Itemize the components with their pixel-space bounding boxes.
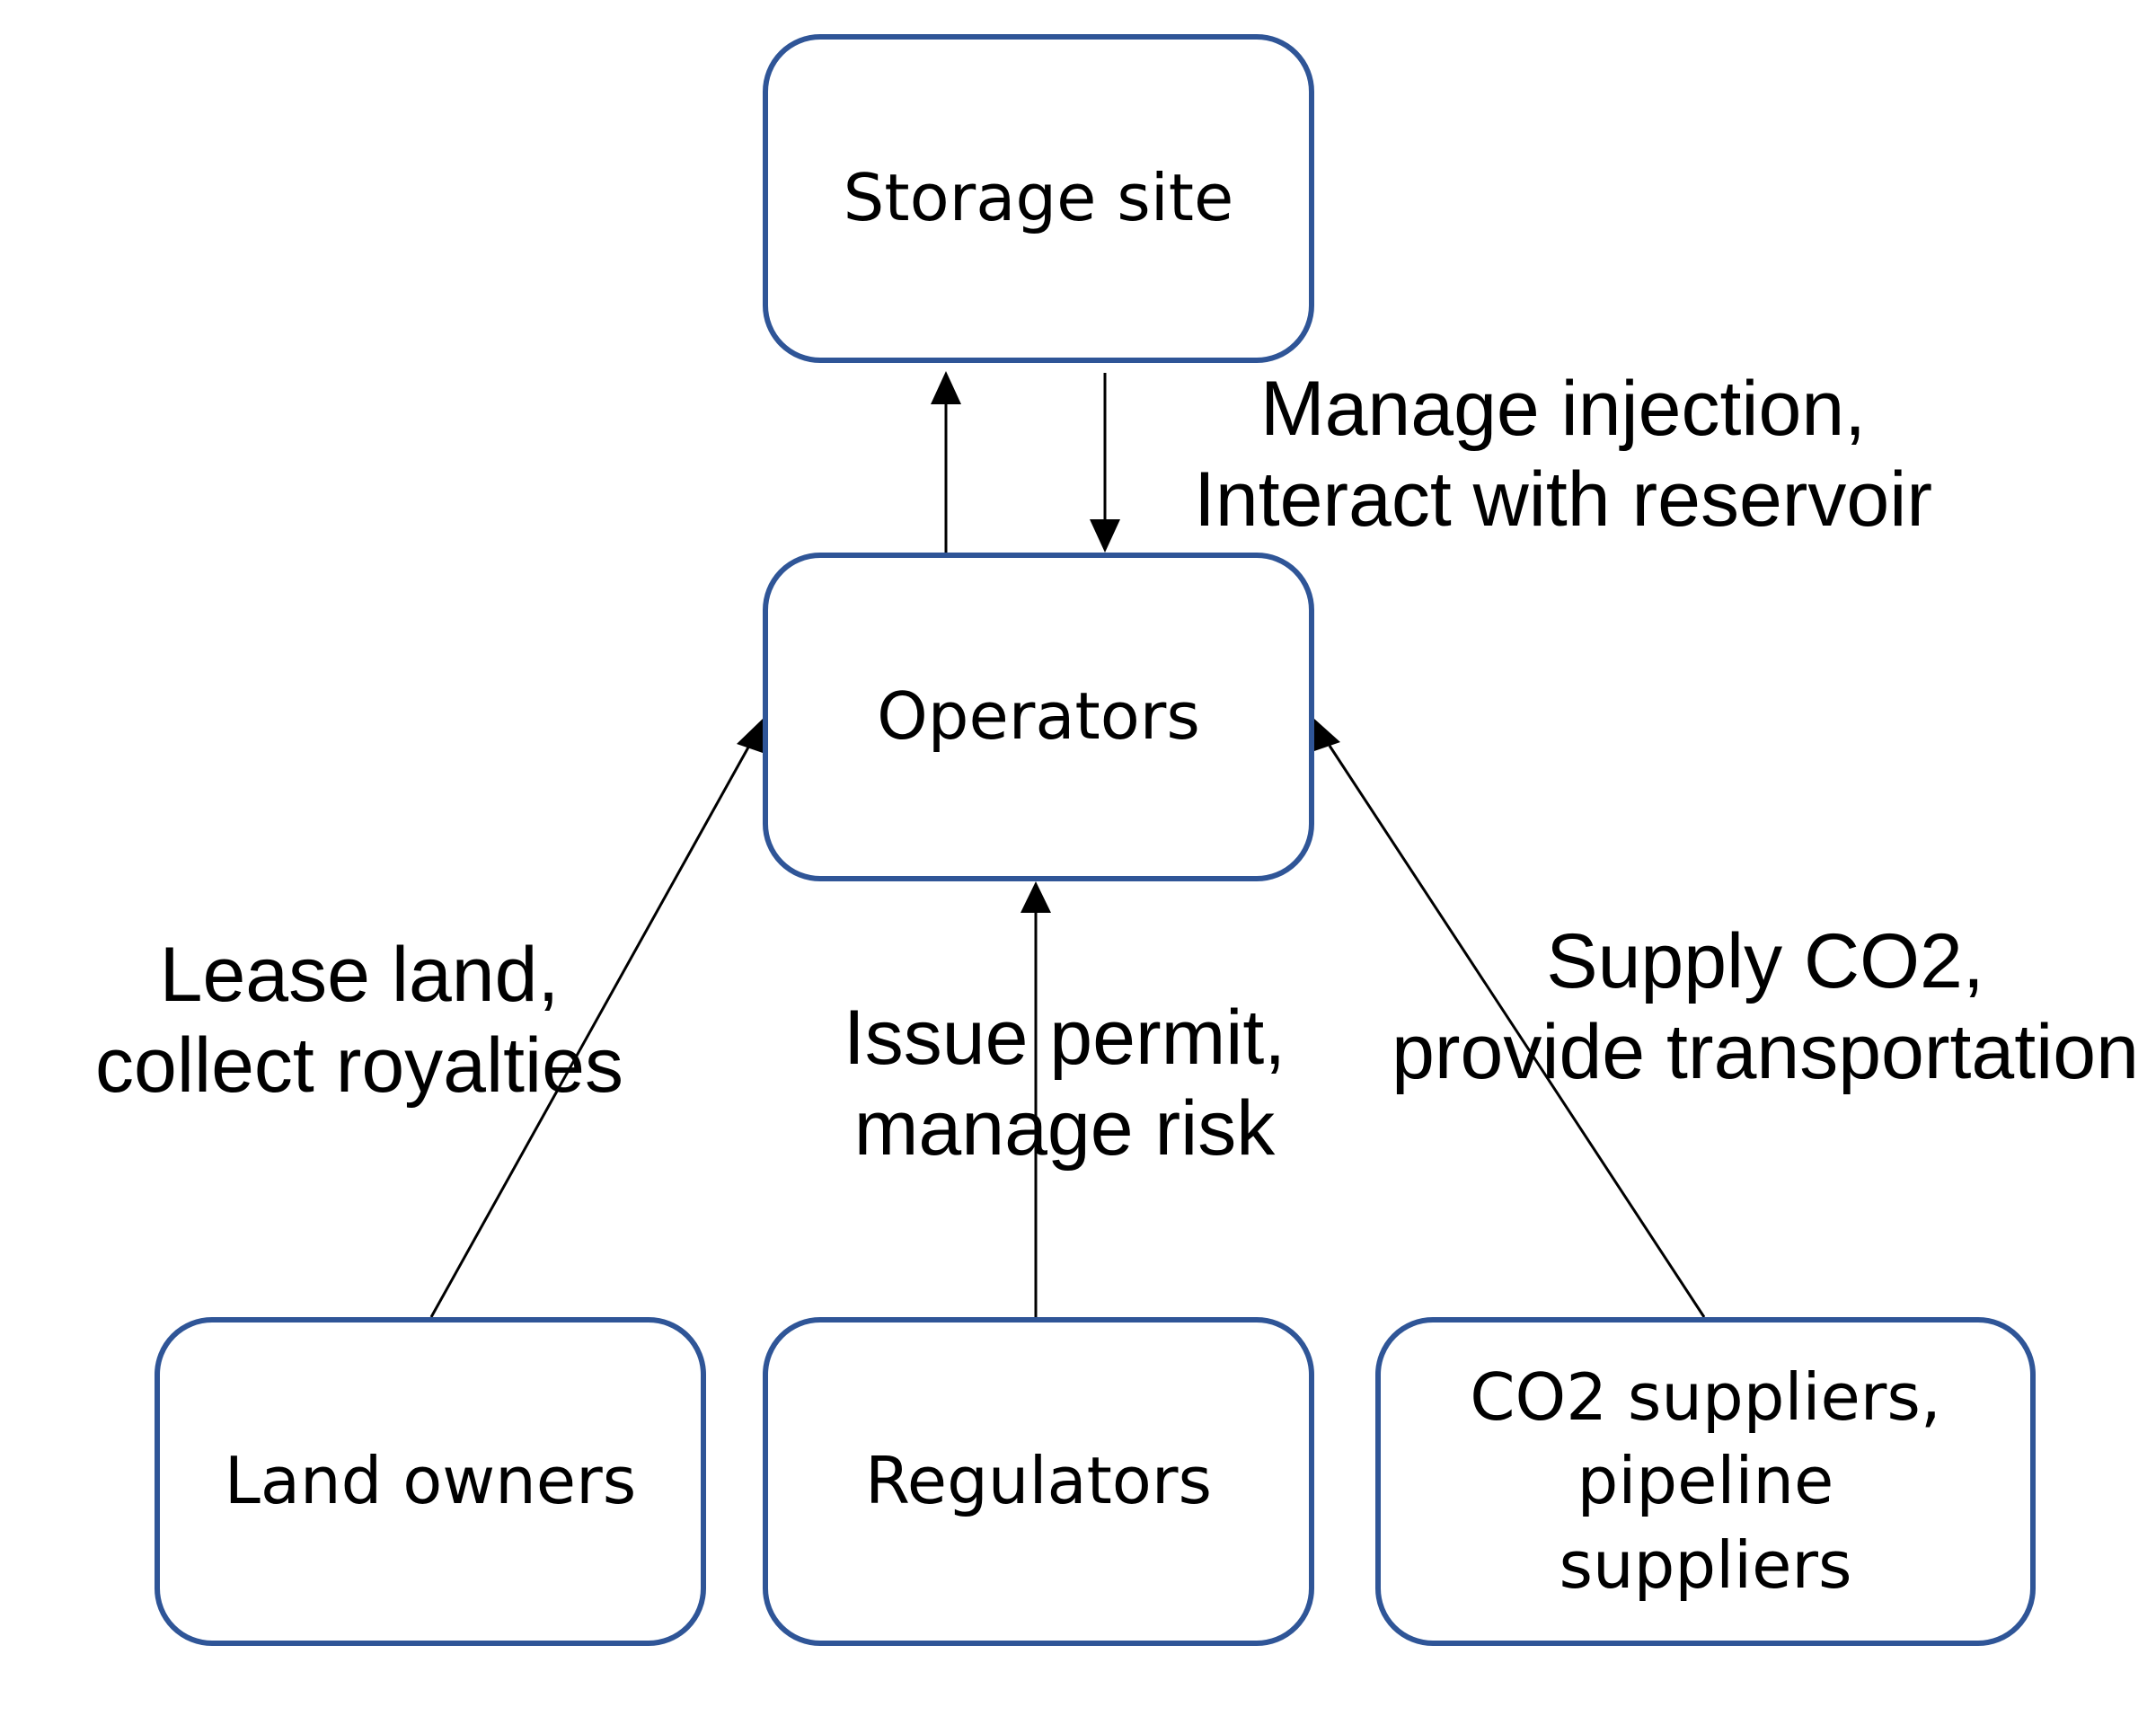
node-co2-suppliers: CO2 suppliers, pipeline suppliers (1375, 1317, 2036, 1646)
node-operators: Operators (763, 553, 1314, 881)
node-land-owners-text: Land owners (225, 1439, 636, 1524)
edge-label-manage-injection-line-1: Manage injection, (1259, 366, 1867, 452)
node-co2-suppliers-line-2: pipeline (1577, 1443, 1834, 1519)
arrow-regulators-to-operators (1021, 881, 1051, 1317)
node-regulators-text: Regulators (865, 1439, 1212, 1524)
node-operators-line: Operators (877, 678, 1200, 755)
arrow-co2suppliers-to-operators (1314, 719, 1706, 1318)
arrow-operators-to-storage (931, 371, 961, 553)
node-regulators: Regulators (763, 1317, 1314, 1646)
node-operators-text: Operators (877, 675, 1200, 759)
node-co2-suppliers-text: CO2 suppliers, pipeline suppliers (1470, 1356, 1941, 1608)
arrow-storage-to-operators (1090, 373, 1120, 553)
node-storage-site-text: Storage site (844, 156, 1234, 241)
edge-label-issue-permit-line-2: manage risk (853, 1085, 1276, 1172)
node-land-owners-line: Land owners (224, 1443, 637, 1519)
edge-label-lease-land-line-2: collect royalties (95, 1022, 623, 1110)
node-co2-suppliers-line-1: CO2 suppliers, (1470, 1358, 1941, 1435)
edge-label-issue-permit-line-1: Issue permit, (843, 995, 1286, 1081)
edge-label-issue-permit: Issue permit, manage risk (813, 993, 1316, 1175)
edge-label-lease-land: Lease land, collect royalties (72, 930, 647, 1112)
node-co2-suppliers-line-3: suppliers (1559, 1526, 1852, 1603)
edge-label-supply-co2-line-1: Supply CO2, (1546, 918, 1984, 1004)
arrow-landowners-to-operators (429, 719, 763, 1318)
edge-label-supply-co2: Supply CO2, provide transportation (1383, 916, 2147, 1099)
node-storage-site: Storage site (763, 34, 1314, 363)
edge-label-manage-injection-line-2: Interact with reservoir (1193, 456, 1933, 544)
node-regulators-line: Regulators (865, 1443, 1212, 1519)
node-land-owners: Land owners (155, 1317, 706, 1646)
edge-label-lease-land-line-1: Lease land, (159, 932, 560, 1018)
edge-label-manage-injection: Manage injection, Interact with reservoi… (1159, 364, 1967, 546)
edge-label-supply-co2-line-2: provide transportation (1392, 1009, 2139, 1096)
node-storage-site-line: Storage site (843, 160, 1234, 236)
